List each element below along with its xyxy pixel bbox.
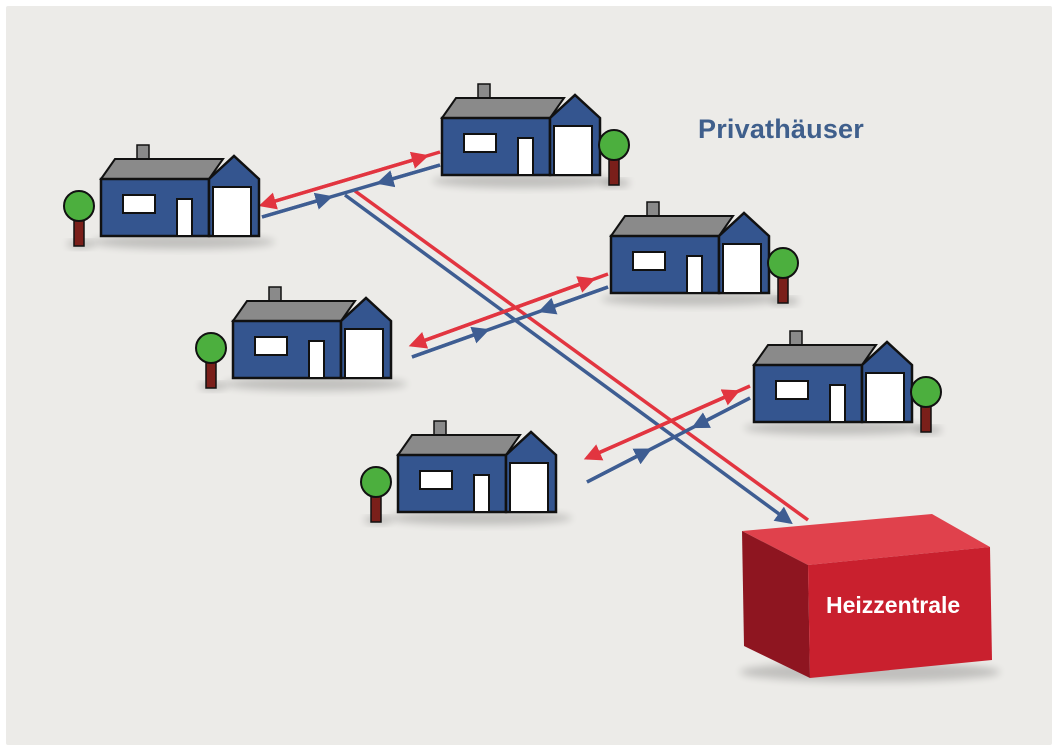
house-6	[360, 420, 572, 525]
houses-group	[63, 83, 942, 525]
door	[473, 474, 490, 513]
supply-arrow-1	[261, 151, 430, 207]
tree-icon	[63, 190, 95, 248]
supply-trunk-pipe	[353, 189, 810, 522]
window	[632, 251, 666, 271]
house-1	[63, 144, 275, 249]
heizzentrale-label: Heizzentrale	[826, 592, 961, 618]
garage-door	[865, 372, 905, 423]
window	[122, 194, 156, 214]
supply-arrow-3	[586, 389, 741, 460]
tree-icon	[767, 247, 799, 305]
door	[686, 255, 703, 294]
roof	[752, 344, 878, 366]
garage-door	[553, 125, 593, 176]
window	[419, 470, 453, 490]
return-arrow-1b	[376, 163, 441, 188]
pipe-network	[258, 150, 810, 525]
roof	[396, 434, 522, 456]
return-trunk-pipe	[343, 193, 793, 525]
tree-icon	[360, 466, 392, 524]
plant-side-face	[742, 531, 810, 678]
return-arrow-3a	[586, 448, 653, 484]
door	[308, 340, 325, 379]
return-arrow-1a	[261, 192, 333, 219]
house-4	[195, 286, 407, 391]
window	[254, 336, 288, 356]
window	[463, 133, 497, 153]
roof	[231, 300, 357, 322]
roof	[609, 215, 735, 237]
door	[176, 198, 193, 237]
house-5	[744, 330, 942, 435]
garage-door	[509, 462, 549, 513]
house-2	[432, 83, 630, 188]
plant-top-face	[742, 514, 990, 565]
heating-plant	[740, 514, 1000, 682]
roof	[440, 97, 566, 119]
roof	[99, 158, 225, 180]
garage-door	[344, 328, 384, 379]
title-privathaeuser: Privathäuser	[698, 114, 864, 144]
garage-door	[212, 186, 252, 237]
window	[775, 380, 809, 400]
tree-icon	[195, 332, 227, 390]
door	[517, 137, 534, 176]
door	[829, 384, 846, 423]
plant-front-face	[808, 547, 992, 678]
house-3	[601, 201, 799, 306]
return-arrow-2a	[411, 326, 490, 359]
garage-door	[722, 243, 762, 294]
return-arrow-2b	[538, 285, 609, 315]
return-arrow-3b	[691, 396, 751, 429]
supply-arrow-2	[411, 276, 596, 347]
tree-icon	[910, 376, 942, 434]
tree-icon	[598, 129, 630, 187]
